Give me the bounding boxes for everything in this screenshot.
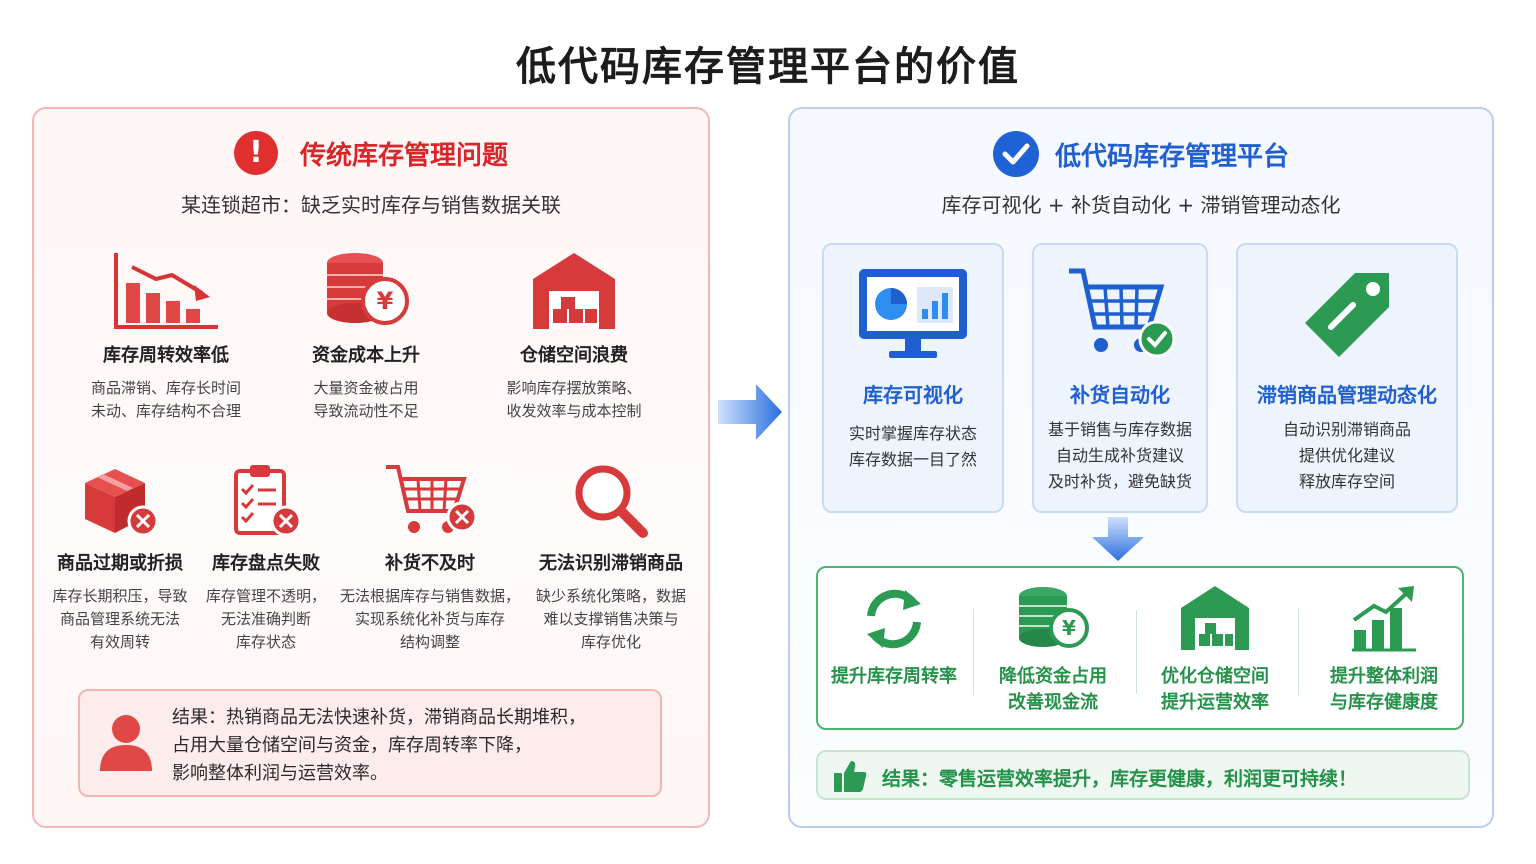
- benefit-label: 降低资金占用改善现金流: [999, 666, 1107, 713]
- right-panel-title: 低代码库存管理平台: [1054, 141, 1289, 172]
- clipboard-checklist-icon: [234, 465, 302, 537]
- alert-icon: !: [233, 131, 278, 175]
- problem-title: 商品过期或折损: [57, 553, 183, 574]
- page-title: 低代码库存管理平台的价值: [516, 44, 1020, 90]
- right-arrow-icon: [718, 384, 782, 440]
- problem-desc: 库存管理不透明，无法准确判断库存状态: [205, 587, 326, 651]
- feature-desc: 实时掌握库存状态库存数据一目了然: [848, 424, 977, 469]
- left-result-box: 结果：热销商品无法快速补货，滞销商品长期堆积， 占用大量仓储空间与资金，库存周转…: [78, 689, 662, 797]
- warehouse-icon: [1181, 586, 1249, 650]
- benefit-item: ¥ 降低资金占用改善现金流: [978, 568, 1128, 728]
- problem-item: 商品过期或折损 库存长期积压，导致商品管理系统无法有效周转: [40, 461, 200, 654]
- problem-desc: 库存长期积压，导致商品管理系统无法有效周转: [52, 587, 188, 651]
- monitor-dashboard-icon: [859, 269, 967, 358]
- feature-card: 滞销商品管理动态化 自动识别滞销商品提供优化建议释放库存空间: [1236, 243, 1458, 513]
- problem-title: 库存盘点失败: [212, 553, 320, 574]
- left-panel-header: ! 传统库存管理问题: [34, 131, 708, 175]
- benefit-divider: [973, 610, 974, 694]
- benefit-label: 优化仓储空间提升运营效率: [1161, 666, 1269, 713]
- problem-title: 资金成本上升: [312, 345, 420, 366]
- down-arrow-icon: [1092, 517, 1144, 561]
- problem-desc: 大量资金被占用导致流动性不足: [313, 379, 419, 420]
- coin-stack-yen-icon: ¥: [1019, 587, 1089, 648]
- check-circle-icon: [992, 131, 1039, 177]
- benefit-label: 提升整体利润与库存健康度: [1330, 666, 1438, 713]
- problem-item: ¥ 资金成本上升 大量资金被占用导致流动性不足: [256, 249, 476, 423]
- problem-title: 无法识别滞销商品: [539, 553, 683, 574]
- problem-title: 库存周转效率低: [103, 345, 229, 366]
- warehouse-icon: [533, 253, 615, 329]
- problem-desc: 缺少系统化策略，数据难以支撑销售决策与库存优化: [535, 587, 686, 651]
- problem-item: 库存周转效率低 商品滞销、库存长时间未动、库存结构不合理: [56, 249, 276, 423]
- traditional-problems-panel: ! 传统库存管理问题 某连锁超市：缺乏实时库存与销售数据关联 库存周转效率低 商品…: [32, 107, 710, 828]
- right-panel-header: 低代码库存管理平台: [790, 131, 1492, 177]
- svg-text:¥: ¥: [1062, 616, 1076, 640]
- problem-desc: 商品滞销、库存长时间未动、库存结构不合理: [90, 379, 241, 420]
- problem-item: 库存盘点失败 库存管理不透明，无法准确判断库存状态: [196, 461, 336, 654]
- problem-title: 仓储空间浪费: [520, 345, 628, 366]
- left-result-text: 结果：热销商品无法快速补货，滞销商品长期堆积， 占用大量仓储空间与资金，库存周转…: [172, 707, 586, 784]
- feature-title: 滞销商品管理动态化: [1257, 383, 1437, 407]
- problem-item: 补货不及时 无法根据库存与销售数据，实现系统化补货与库存结构调整: [334, 461, 526, 654]
- declining-bar-chart-icon: [114, 253, 218, 329]
- left-panel-subtitle: 某连锁超市：缺乏实时库存与销售数据关联: [181, 193, 561, 217]
- benefit-item: 优化仓储空间提升运营效率: [1140, 568, 1290, 728]
- benefits-box: 提升库存周转率 ¥ 降低资金占用改善现金流: [816, 566, 1464, 730]
- price-tag-icon: [1305, 273, 1389, 357]
- final-result-text: 结果：零售运营效率提升，库存更健康，利润更可持续！: [882, 768, 1358, 790]
- benefit-label: 提升库存周转率: [831, 666, 957, 687]
- thumbs-up-icon: [834, 761, 867, 792]
- left-panel-title: 传统库存管理问题: [299, 140, 508, 171]
- problem-desc: 无法根据库存与销售数据，实现系统化补货与库存结构调整: [339, 587, 520, 651]
- feature-desc: 自动识别滞销商品提供优化建议释放库存空间: [1282, 420, 1411, 491]
- feature-card: 库存可视化 实时掌握库存状态库存数据一目了然: [822, 243, 1004, 513]
- shopping-cart-check-icon: [1069, 268, 1176, 358]
- right-panel-subtitle: 库存可视化 + 补货自动化 + 滞销管理动态化: [941, 193, 1341, 217]
- svg-text:¥: ¥: [377, 287, 394, 315]
- benefit-divider: [1136, 610, 1137, 694]
- feature-title: 补货自动化: [1070, 383, 1170, 407]
- problem-desc: 影响库存摆放策略、收发效率与成本控制: [506, 379, 642, 420]
- benefit-item: 提升库存周转率: [818, 568, 970, 728]
- person-icon: [100, 715, 152, 771]
- feature-desc: 基于销售与库存数据自动生成补货建议及时补货，避免缺货: [1047, 420, 1192, 491]
- feature-card: 补货自动化 基于销售与库存数据自动生成补货建议及时补货，避免缺货: [1032, 243, 1208, 513]
- feature-title: 库存可视化: [863, 383, 963, 407]
- final-result-box: 结果：零售运营效率提升，库存更健康，利润更可持续！: [816, 750, 1470, 800]
- shopping-cart-x-icon: [386, 465, 478, 533]
- coin-stack-yen-icon: ¥: [327, 253, 409, 325]
- damaged-box-icon: [85, 469, 159, 537]
- benefit-item: 提升整体利润与库存健康度: [1304, 568, 1464, 728]
- problem-title: 补货不及时: [385, 553, 475, 574]
- refresh-cycle-icon: [867, 589, 921, 649]
- rising-bar-chart-icon: [1352, 586, 1416, 652]
- benefit-divider: [1298, 610, 1299, 694]
- problem-item: 无法识别滞销商品 缺少系统化策略，数据难以支撑销售决策与库存优化: [522, 461, 700, 654]
- low-code-platform-panel: 低代码库存管理平台 库存可视化 + 补货自动化 + 滞销管理动态化 库存可视化 …: [788, 107, 1494, 828]
- problem-item: 仓储空间浪费 影响库存摆放策略、收发效率与成本控制: [464, 249, 684, 423]
- magnifier-icon: [575, 465, 648, 538]
